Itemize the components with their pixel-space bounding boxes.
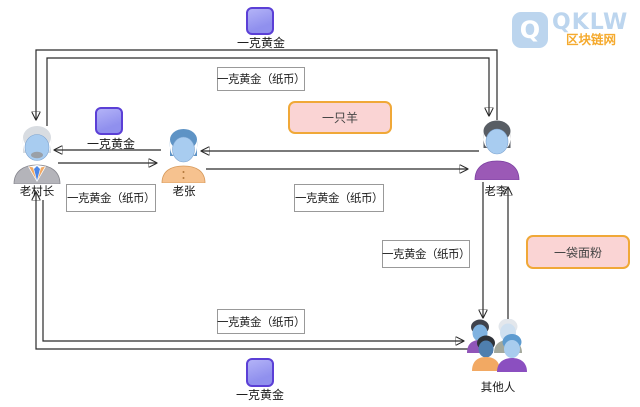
others-label: 其他人 [480,380,516,394]
others-group-icon [466,318,530,382]
sheep-box: 一只羊 [288,101,392,134]
gold-mid-label: 一克黄金 [86,137,135,151]
person-front-right [497,334,527,372]
person-front-left [472,335,500,371]
edge-chief-to-others-note [42,200,463,341]
note-right-box: 一克黄金（纸币） [382,240,471,268]
note-mid-center-box: 一克黄金（纸币） [294,184,384,212]
chief-label: 老村长 [19,184,55,198]
edge-chief-to-li-note [46,57,489,126]
note-mid-left-box: 一克黄金（纸币） [66,184,156,212]
gold-token-icon [246,358,274,387]
chief-avatar-icon [12,123,62,188]
edge-others-to-chief-gold [36,193,470,350]
gold-token-icon [246,7,274,35]
watermark-name: QKLW [552,10,629,35]
zhang-avatar-icon [160,126,207,187]
qklw-logo-icon: Q [512,12,548,48]
edge-li-to-chief-gold [36,49,498,120]
watermark-tagline: 区块链网 [566,32,617,47]
gold-top-label: 一克黄金 [236,36,285,50]
li-label: 老李 [484,184,508,198]
li-avatar-icon [474,118,520,184]
note-top-box: 一克黄金（纸币） [217,67,306,91]
note-bottom-box: 一克黄金（纸币） [217,309,306,334]
flour-box: 一袋面粉 [526,235,630,269]
qklw-watermark-logo: Q QKLW 区块链网 [512,12,628,48]
zhang-label: 老张 [172,184,196,198]
gold-bottom-label: 一克黄金 [235,388,284,402]
gold-token-icon [95,107,123,135]
